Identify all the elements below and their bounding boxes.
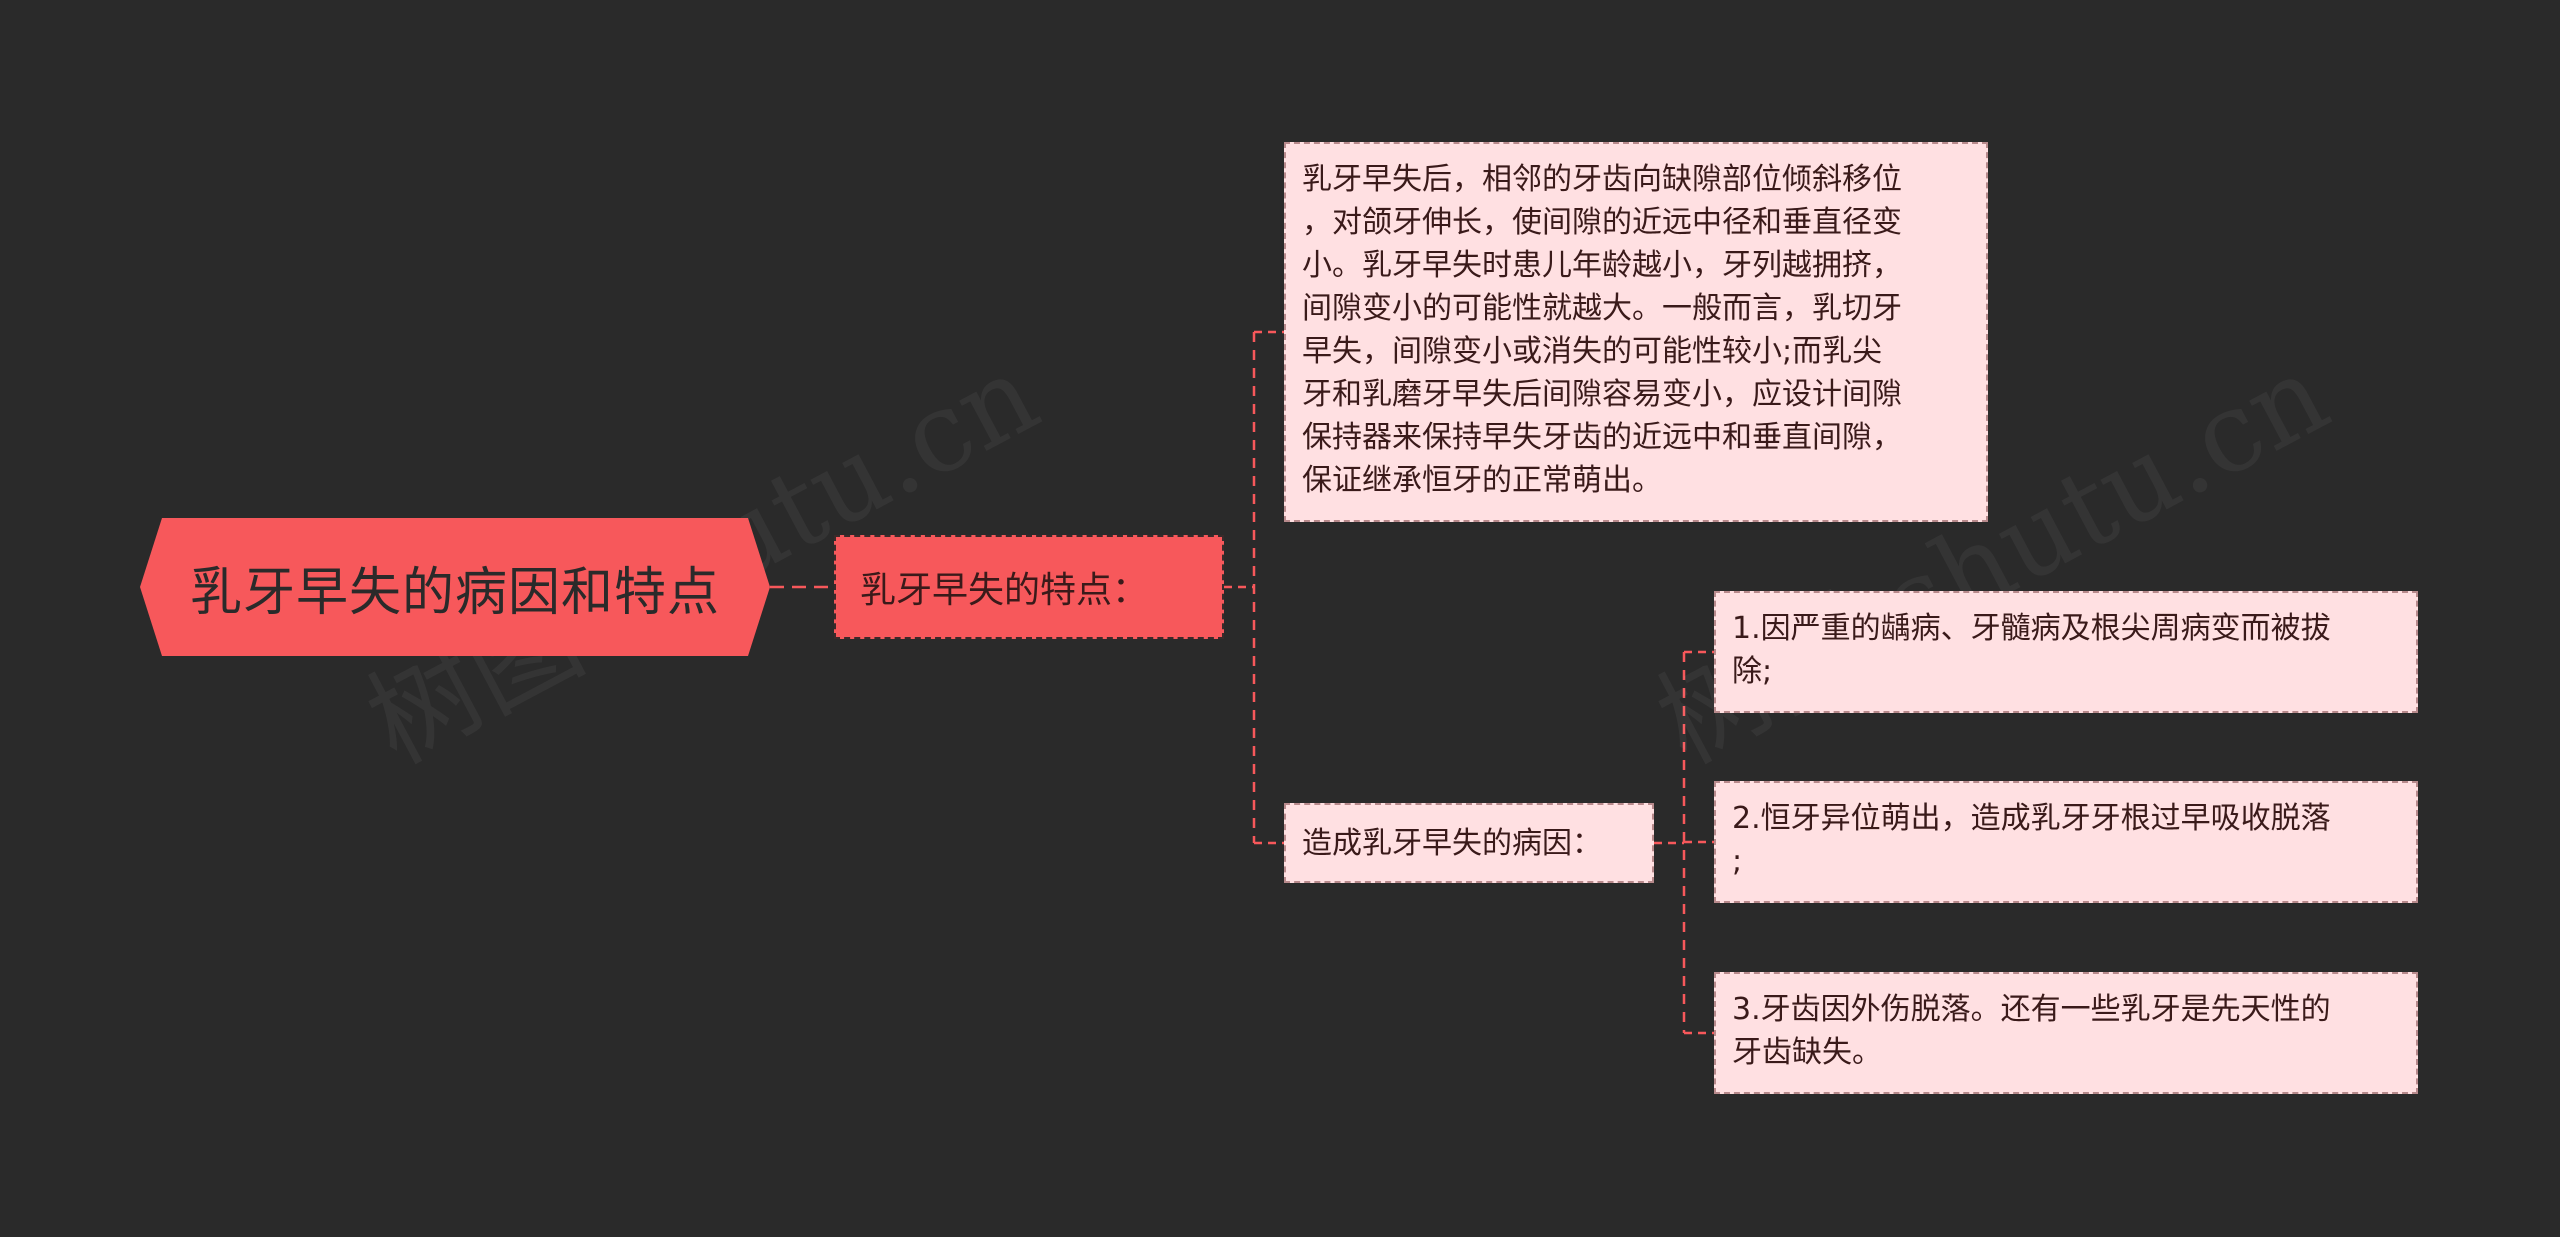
causes-label: 造成乳牙早失的病因： — [1302, 825, 1602, 861]
cause-item-2-node[interactable]: 2.恒牙异位萌出，造成乳牙牙根过早吸收脱落 ; — [1714, 781, 2418, 903]
root-topic-label: 乳牙早失的病因和特点 — [189, 562, 720, 623]
causes-node[interactable]: 造成乳牙早失的病因： — [1284, 803, 1654, 883]
root-hexagon-shape — [140, 518, 770, 656]
branch-features-label: 乳牙早失的特点： — [860, 570, 1149, 611]
cause-item-3-node[interactable]: 3.牙齿因外伤脱落。还有一些乳牙是先天性的 牙齿缺失。 — [1714, 972, 2418, 1094]
root-topic-node[interactable]: 乳牙早失的病因和特点 — [140, 518, 770, 656]
branch-features-node[interactable]: 乳牙早失的特点： — [834, 535, 1224, 639]
features-detail-node[interactable]: 乳牙早失后，相邻的牙齿向缺隙部位倾斜移位 ，对颌牙伸长，使间隙的近远中径和垂直径… — [1284, 142, 1988, 522]
cause-item-1-node[interactable]: 1.因严重的龋病、牙髓病及根尖周病变而被拔 除; — [1714, 591, 2418, 713]
